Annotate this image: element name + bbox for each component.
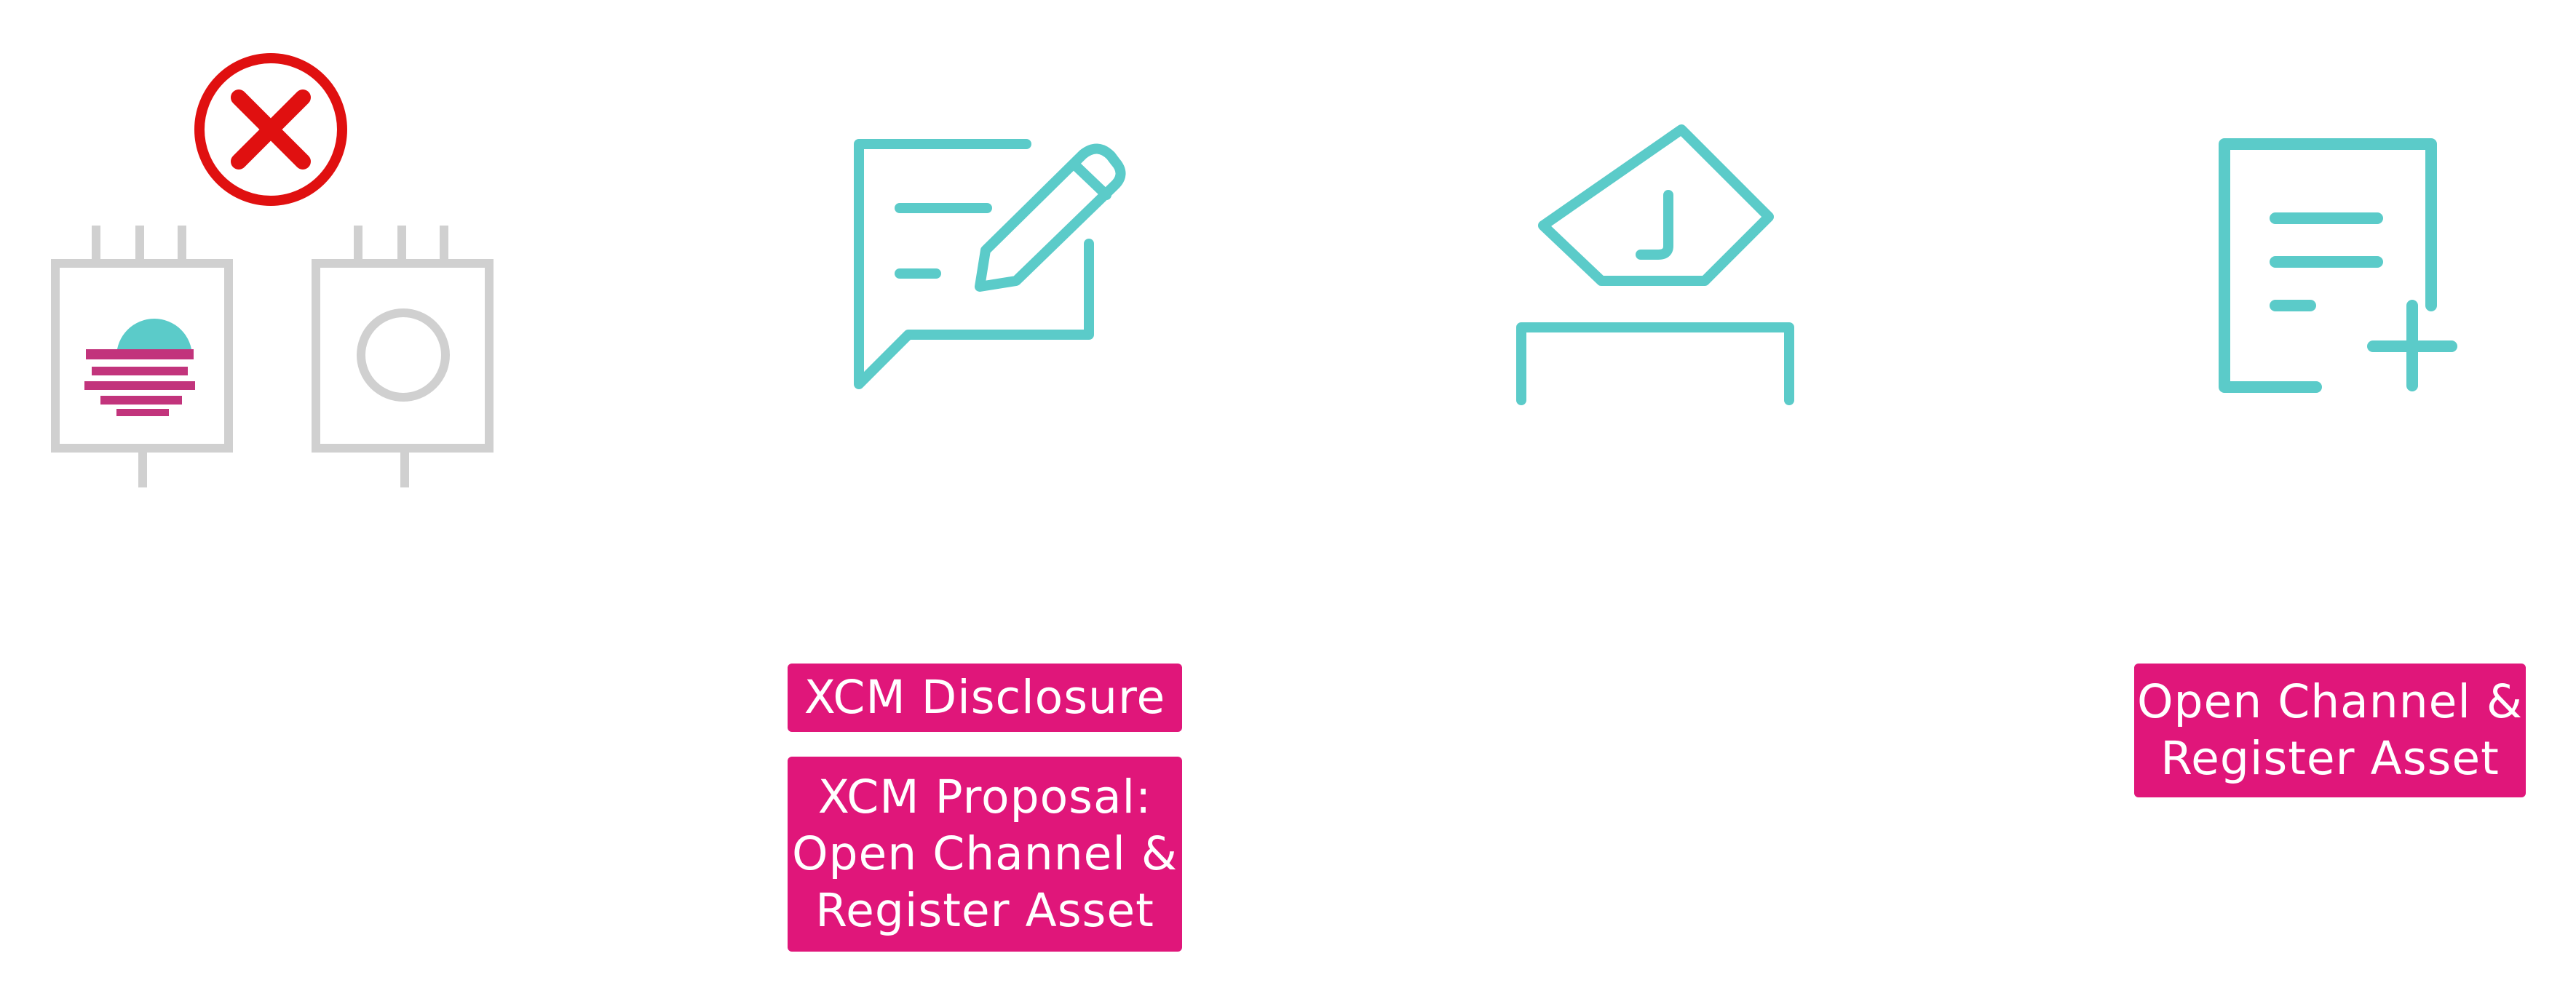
open-channel-register-asset-label: Open Channel & Register Asset [2134, 664, 2526, 797]
document-add-icon [2216, 138, 2463, 400]
xcm-proposal-label: XCM Proposal: Open Channel & Register As… [788, 757, 1182, 952]
error-x-icon [194, 53, 347, 206]
ballot-vote-icon [1514, 124, 1820, 407]
parachain-chip-icon [312, 226, 494, 487]
xcm-disclosure-label: XCM Disclosure [788, 664, 1182, 732]
parachain-chip-icon [51, 226, 233, 487]
token-logo-icon [84, 319, 195, 416]
chat-edit-icon [852, 138, 1128, 400]
parachains-blocked-group [44, 44, 510, 495]
